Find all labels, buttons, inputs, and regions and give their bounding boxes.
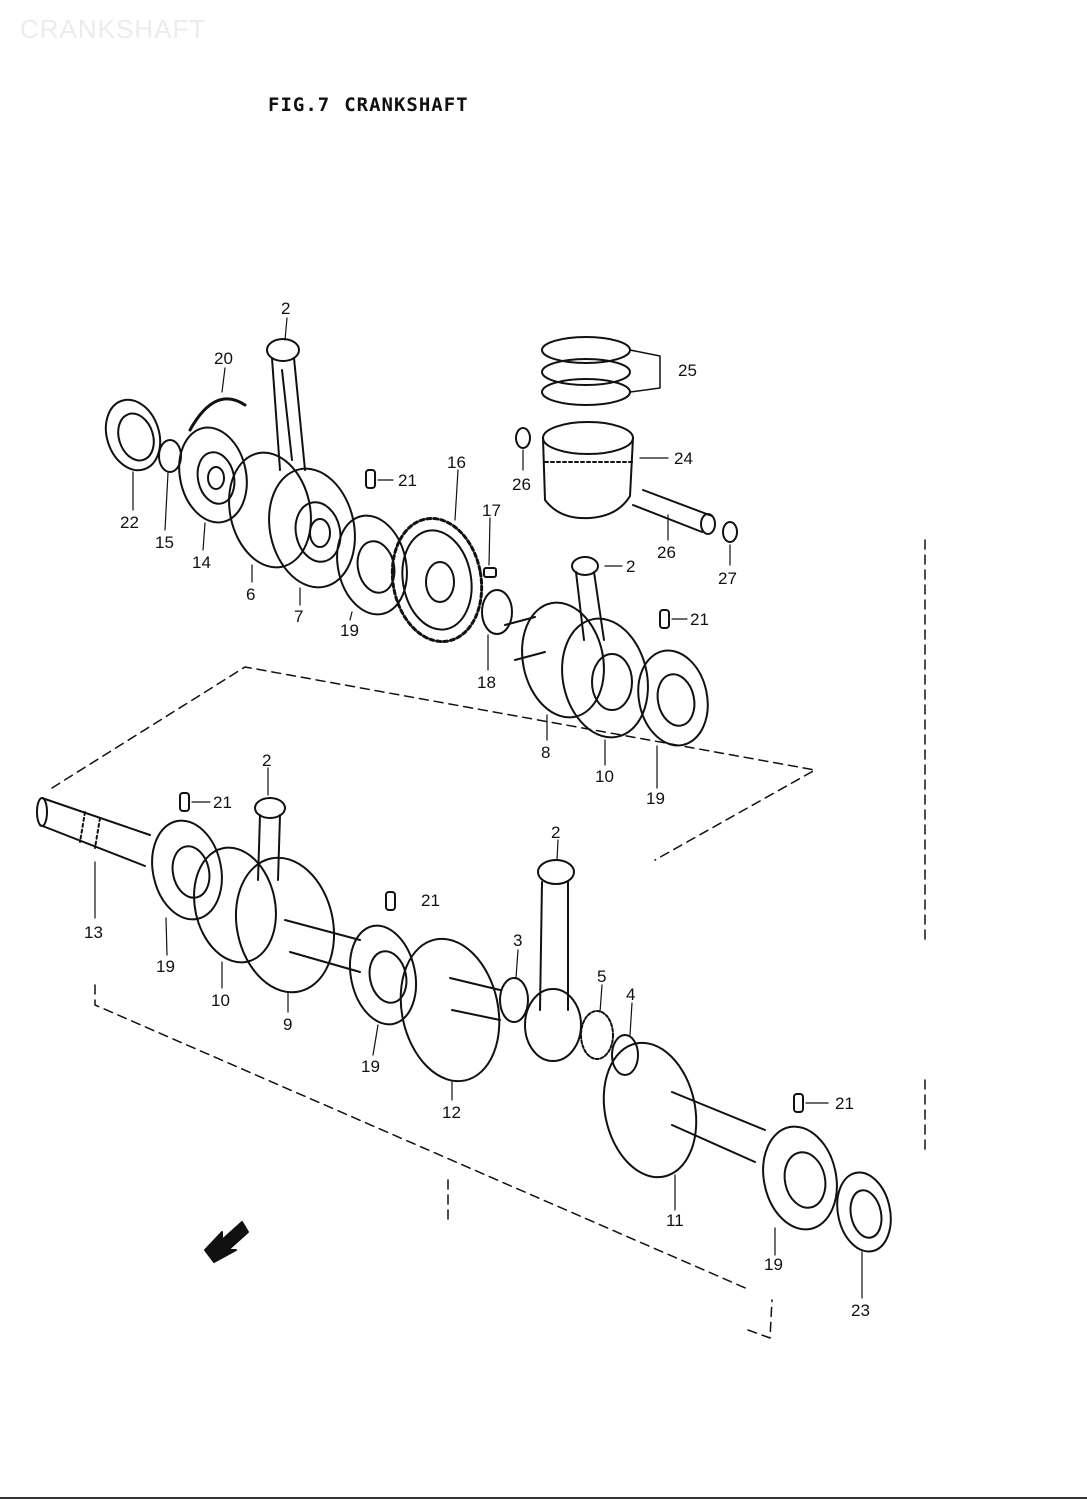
- callout-label: 10: [211, 991, 230, 1010]
- callout-label: 23: [851, 1301, 870, 1320]
- crank-web-6-7: [228, 451, 356, 589]
- o-ring-18: [481, 589, 513, 635]
- callout-label: 24: [674, 449, 693, 468]
- crank-web-8-10: [504, 601, 649, 739]
- piston-rings-25: [541, 336, 661, 406]
- callout-label: 26: [657, 543, 676, 562]
- callout-label: 21: [213, 793, 232, 812]
- front-direction-arrow-icon: [204, 1221, 249, 1263]
- connecting-rod-upper-right: [571, 556, 605, 641]
- crank-web-11: [602, 1041, 766, 1179]
- callout-label: 7: [294, 607, 303, 626]
- callout-label: 15: [155, 533, 174, 552]
- thrust-washer-4: [611, 1034, 639, 1076]
- callout-label: 10: [595, 767, 614, 786]
- needle-bearing-5: [580, 1010, 614, 1060]
- assembly-guide-lines: [51, 539, 926, 1339]
- crank-web-12: [399, 937, 501, 1083]
- connecting-rod-lower-right: [524, 859, 582, 1062]
- callout-label: 8: [541, 743, 550, 762]
- callout-label: 27: [718, 569, 737, 588]
- figure-number: FIG.7: [268, 94, 331, 116]
- figure-name: CRANKSHAFT: [344, 94, 469, 116]
- thrust-ring-20: [188, 397, 247, 432]
- dowel-pin-21-e: [793, 1093, 804, 1113]
- watermark-text: CRANKSHAFT: [20, 14, 207, 44]
- callout-label: 2: [626, 557, 635, 576]
- callout-label: 2: [281, 299, 290, 318]
- primary-gear-16: [390, 516, 484, 644]
- connecting-rod-upper-left: [266, 338, 306, 471]
- callout-label: 17: [482, 501, 501, 520]
- bearing-19-upper-right: [637, 649, 709, 747]
- crankshaft-end-13: [36, 797, 151, 867]
- callout-label: 6: [246, 585, 255, 604]
- callout-label: 11: [666, 1211, 684, 1230]
- callout-label: 21: [835, 1094, 854, 1113]
- bearing-14: [178, 426, 248, 524]
- page-bottom-border: [0, 1497, 1087, 1499]
- callout-label: 5: [597, 967, 606, 986]
- callout-label: 25: [678, 361, 697, 380]
- dowel-pin-21-a: [365, 469, 376, 489]
- key-17: [483, 567, 497, 578]
- callout-label: 9: [283, 1015, 292, 1034]
- crank-web-10-9: [193, 846, 361, 994]
- callout-label: 21: [398, 471, 417, 490]
- circlip-26-a: [515, 427, 531, 449]
- callout-label: 3: [513, 931, 522, 950]
- bearing-19-lower-a: [151, 819, 223, 921]
- piston-pin-26: [632, 489, 716, 535]
- callout-label: 19: [156, 957, 175, 976]
- dowel-pin-21-d: [385, 891, 396, 911]
- oil-seal-22: [104, 398, 162, 472]
- snap-ring-15: [158, 439, 182, 473]
- callout-label: 19: [764, 1255, 783, 1274]
- connecting-rod-lower-left: [254, 797, 286, 881]
- callout-label: 21: [690, 610, 709, 629]
- thrust-washer-3: [499, 977, 529, 1023]
- dowel-pin-21-b: [659, 609, 670, 629]
- callout-label: 19: [361, 1057, 380, 1076]
- callout-leader-lines: [94, 317, 863, 1299]
- callout-label: 2: [262, 751, 271, 770]
- callout-label: 22: [120, 513, 139, 532]
- callout-label: 20: [214, 349, 233, 368]
- piston-24: [542, 421, 634, 520]
- bearing-19-lower-c: [762, 1125, 838, 1231]
- dowel-pin-21-c: [179, 792, 190, 812]
- callout-label: 16: [447, 453, 466, 472]
- oil-seal-23: [836, 1171, 892, 1253]
- bearing-19-lower-b: [349, 924, 417, 1026]
- callout-label: 13: [84, 923, 103, 942]
- figure-title: FIG.7 CRANKSHAFT: [268, 94, 469, 116]
- callout-label: 14: [192, 553, 211, 572]
- callout-label: 21: [421, 891, 440, 910]
- circlip-27: [722, 521, 738, 543]
- callout-label: 19: [646, 789, 665, 808]
- callout-label: 26: [512, 475, 531, 494]
- callout-label: 12: [442, 1103, 461, 1122]
- callout-label: 4: [626, 985, 635, 1004]
- callout-labels: 2 20 22 15 14 6 7 21 19 16 17 25 24 26 2…: [84, 299, 870, 1320]
- callout-label: 2: [551, 823, 560, 842]
- callout-label: 19: [340, 621, 359, 640]
- callout-label: 18: [477, 673, 496, 692]
